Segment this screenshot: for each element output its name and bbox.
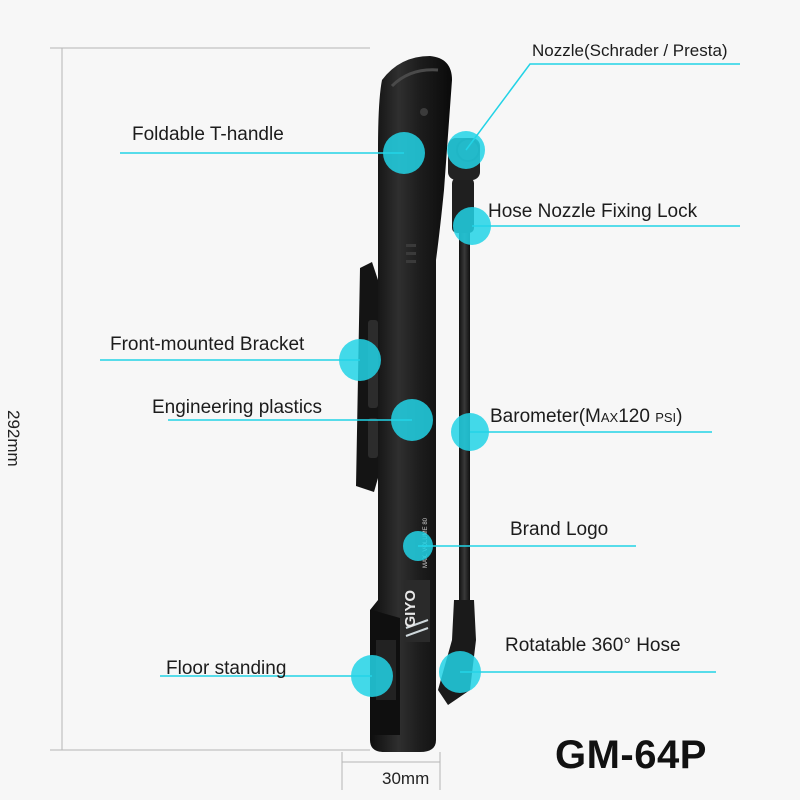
width-dimension: 30mm [382, 769, 430, 788]
height-dimension: 292mm [4, 410, 23, 467]
model-number: GM-64P [555, 733, 707, 777]
callout-dot-handle [383, 132, 425, 174]
label-bracket: Front-mounted Bracket [110, 334, 305, 355]
dimension-lines [50, 47, 441, 790]
callout-dots [339, 131, 491, 697]
label-floor-standing: Floor standing [166, 658, 287, 679]
barometer-text-main: Barometer(M [490, 406, 601, 427]
label-brand-logo: Brand Logo [510, 519, 609, 540]
label-engineering-plastics: Engineering plastics [152, 397, 323, 418]
callout-line-nozzle [465, 63, 740, 151]
callout-dot-plastics [391, 399, 433, 441]
label-nozzle-lock: Hose Nozzle Fixing Lock [488, 201, 698, 222]
label-nozzle: Nozzle(Schrader / Presta) [532, 41, 728, 60]
callout-dot-bracket [339, 339, 381, 381]
label-rotatable-hose: Rotatable 360° Hose [505, 635, 681, 656]
barometer-text-ax: AX [600, 410, 619, 425]
callout-dot-floor [351, 655, 393, 697]
brand-logo-text: GIYO [402, 590, 419, 628]
label-barometer: Barometer(MAX120 PSI) [490, 407, 682, 426]
callout-lines [100, 63, 740, 677]
callout-dot-hose [439, 651, 481, 693]
barometer-text-close: ) [676, 406, 683, 427]
barometer-text-num: 120 [618, 406, 656, 427]
callout-dot-lock [453, 207, 491, 245]
callout-dot-nozzle [447, 131, 485, 169]
barometer-text-unit: PSI [655, 410, 677, 425]
callout-dot-barometer [451, 413, 489, 451]
callout-dot-logo [403, 531, 433, 561]
label-foldable-handle: Foldable T-handle [132, 124, 284, 145]
